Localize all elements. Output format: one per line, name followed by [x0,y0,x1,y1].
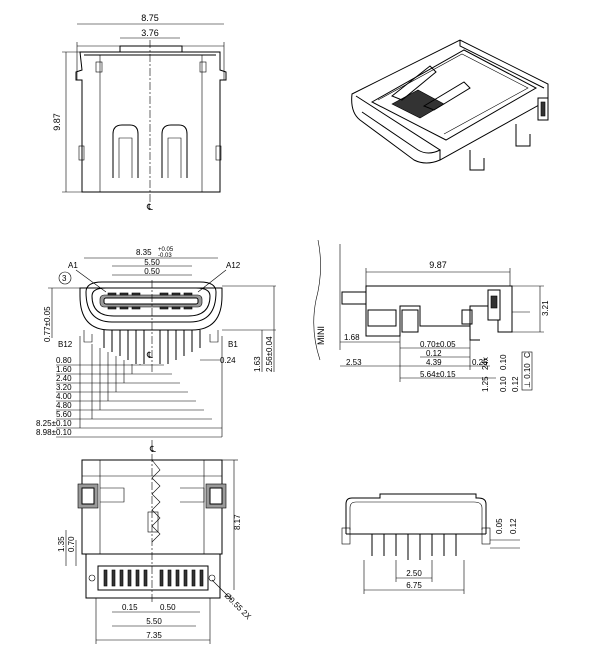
span-898: 8.98±0.10 [36,428,72,437]
front-span-550: 5.50 [144,258,160,267]
side-dim-025: 0.25 [472,358,488,367]
side-tol-010: 0.10 [499,354,508,370]
top-width-label: 8.75 [141,13,159,23]
bottom-dim-135: 1.35 [57,536,66,552]
bottom-hole-callout: Ø0.55 2X [223,591,254,622]
front-height-256: 2.56±0.04 [265,336,274,372]
span-320: 3.20 [56,383,72,392]
bottom-pins [103,569,204,587]
bottom-dim-050: 0.50 [160,603,176,612]
bottom-dim-015: 0.15 [122,603,138,612]
front-view: 8.35 +0.05 -0.03 5.50 0.50 A1 A12 3 B12 … [36,247,276,438]
side-length-label: 9.87 [429,260,447,270]
side-dim-439: 4.39 [426,358,442,367]
pin-a12-label: A12 [226,261,241,270]
rear-dim-012: 0.12 [509,518,518,534]
span-400: 4.00 [56,392,72,401]
bottom-dim-550: 5.50 [146,617,162,626]
side-tol-012: 0.12 [511,376,520,392]
front-pin-024: 0.24 [220,356,236,365]
side-tol-box: ⊥ 0.10 [523,363,532,388]
bottom-dim-735: 7.35 [146,631,162,640]
rear-pins [371,534,457,560]
front-width-top-tol-plus: +0.05 [158,247,174,253]
side-dim-168: 1.68 [344,333,360,342]
span-560: 5.60 [56,410,72,419]
rear-dim-005: 0.05 [495,518,504,534]
span-160: 1.60 [56,365,72,374]
side-view: MINI 9.87 3.21 1.68 0.70±0.05 0.12 2.53 … [313,239,550,392]
span-080: 0.80 [56,356,72,365]
top-centerline: ℄ [146,202,153,212]
side-dim-564: 5.64±0.15 [420,370,456,379]
front-centerline: ℄ [146,350,153,360]
side-dim-070: 0.70±0.05 [420,340,456,349]
rear-view: 0.05 0.12 2.50 6.75 [341,493,520,594]
front-width-top: 8.35 [136,248,152,257]
front-height-163: 1.63 [253,356,262,372]
front-pins [103,330,201,364]
front-height-077: 0.77±0.05 [43,306,52,342]
top-tongue-label: 3.76 [141,28,159,38]
side-dim-24x: 24x [481,357,490,370]
span-825: 8.25±0.10 [36,419,72,428]
rear-dim-250: 2.50 [406,569,422,578]
front-span-dimensions: 0.80 1.60 2.40 3.20 4.00 4.80 5.60 8.25±… [36,336,223,438]
side-dim-253: 2.53 [346,358,362,367]
pin-b12-label: B12 [58,340,73,349]
side-tol-c: C [523,352,532,358]
side-dim-012: 0.12 [426,349,442,358]
span-480: 4.80 [56,401,72,410]
bottom-dim-817: 8.17 [233,514,242,530]
side-tol-100: 0.10 [499,376,508,392]
rear-dim-675: 6.75 [406,581,422,590]
callout-number: 3 [62,274,67,283]
isometric-view [351,39,549,171]
front-pitch-050: 0.50 [144,267,160,276]
top-depth-label: 9.87 [52,113,62,131]
front-width-top-tol-minus: -0.03 [158,253,172,259]
pin-b1-label: B1 [228,340,238,349]
bottom-dim-070: 0.70 [67,536,76,552]
front-contacts [107,292,193,310]
span-240: 2.40 [56,374,72,383]
side-dim-125: 1.25 [481,376,490,392]
pin-a1-label: A1 [68,261,78,270]
bottom-centerline: ℄ [149,444,156,454]
side-height-label: 3.21 [541,300,550,316]
bottom-view: ℄ [57,440,253,644]
top-view: 8.75 3.76 9.87 ℄ [52,13,227,212]
side-mini-label: MINI [316,326,326,345]
